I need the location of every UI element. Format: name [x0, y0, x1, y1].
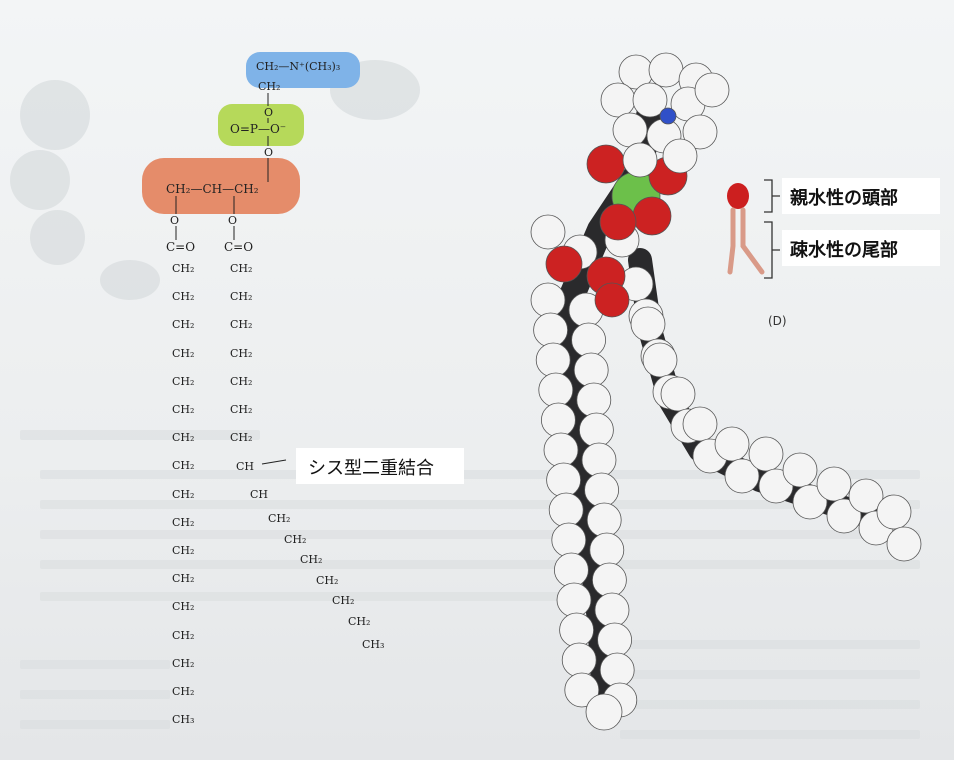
hydrogen-atom [660, 376, 696, 412]
right-chain-ch: CH [250, 488, 269, 501]
oxygen-atom [599, 203, 637, 241]
hydrophilic-head-label: 親水性の頭部 [790, 188, 898, 209]
left-chain-ch2: CH₂ [172, 431, 195, 445]
hydrogen-atom [792, 484, 828, 520]
left-chain-ch2: CH₂ [172, 600, 195, 614]
schematic-tail-icon [727, 207, 765, 275]
right-chain-ch2: CH₂ [268, 512, 291, 525]
right-chain-ch2: CH₂ [300, 553, 323, 566]
hydrogen-atom [694, 72, 730, 108]
hydrogen-atom [632, 82, 668, 118]
carbonyl-right: C=O [224, 240, 254, 254]
left-chain-ch2: CH₂ [172, 544, 195, 557]
hydrogen-atom [642, 342, 678, 378]
phosphate-region [218, 104, 304, 146]
oxygen-atom [594, 282, 630, 318]
hydrogen-atom [826, 498, 862, 534]
left-chain-ch2: CH₂ [172, 487, 195, 501]
glycerol-region [142, 158, 300, 214]
head-bracket [764, 179, 780, 213]
left-chain-ch2: CH₂ [172, 515, 195, 529]
ester-o-right: O [228, 214, 238, 227]
left-chain-ch2: CH₂ [172, 374, 195, 388]
hydrogen-atom [662, 138, 698, 174]
ester-o-left: O [170, 214, 180, 227]
carbonyl-left: C=O [166, 240, 196, 254]
hydrogen-atom [630, 306, 666, 342]
hydrogen-atom [886, 526, 922, 562]
hydrogen-atom [848, 478, 884, 514]
left-chain-ch2: CH₂ [172, 346, 195, 360]
left-chain-ch3: CH₃ [172, 713, 195, 726]
hydrogen-atom [724, 458, 760, 494]
left-chain-ch2: CH₂ [172, 656, 195, 670]
phosphate-o-bottom: O [264, 146, 274, 159]
hydrophobic-tail-label: 疎水性の尾部 [790, 240, 898, 261]
schematic-head-icon [727, 183, 749, 209]
hydrogen-atom [530, 214, 566, 250]
right-chain-ch2: CH₂ [284, 532, 307, 546]
cis-double-bond-label: シス型二重結合 [308, 458, 434, 479]
right-chain-ch2: CH₂ [230, 431, 253, 445]
left-chain-ch2: CH₂ [172, 572, 195, 586]
hydrogen-atom [714, 426, 750, 462]
left-chain-ch2: CH₂ [172, 403, 195, 416]
right-chain-ch2: CH₂ [230, 374, 253, 388]
phosphate-o-top: O [264, 106, 274, 119]
choline-label: CH₂—N⁺(CH₃)₃ [256, 60, 341, 73]
right-chain-ch2: CH₂ [316, 573, 339, 587]
left-chain-ch2: CH₂ [172, 262, 195, 275]
right-chain-ch2: CH₂ [230, 346, 253, 360]
right-chain-ch2: CH₂ [332, 594, 355, 607]
glycerol-label: CH₂—CH—CH₂ [166, 182, 259, 196]
right-chain-ch2: CH₂ [230, 262, 253, 275]
right-chain-ch2: CH₂ [348, 614, 371, 628]
hydrogen-atom [816, 466, 852, 502]
phosphate-label: O=P—O⁻ [230, 122, 287, 136]
right-chain-ch2: CH₂ [230, 403, 253, 416]
nitrogen-atom [659, 107, 677, 125]
hydrogen-atom [682, 406, 718, 442]
cis-double-bond-label-box [296, 448, 464, 484]
hydrophobic-label-box [782, 230, 940, 266]
right-chain-ch2: CH₂ [230, 290, 253, 304]
hydrogen-atom [622, 142, 658, 178]
panel-label: (D) [768, 314, 787, 328]
right-chain-ch2: CH₂ [230, 318, 253, 332]
tail-bracket [764, 221, 780, 279]
choline-ch2: CH₂ [258, 80, 281, 93]
right-chain-ch: CH [236, 460, 255, 473]
left-chain-ch2: CH₂ [172, 290, 195, 304]
hydrogen-atom [748, 436, 784, 472]
hydrogen-atom [585, 693, 623, 731]
left-chain-ch2: CH₂ [172, 459, 195, 473]
hydrogen-atom [682, 114, 718, 150]
choline-region [246, 52, 360, 88]
hydrogen-atom [782, 452, 818, 488]
hydrogen-atom [876, 494, 912, 530]
oxygen-atom [545, 245, 583, 283]
left-chain-ch2: CH₂ [172, 628, 195, 642]
left-chain-ch2: CH₂ [172, 318, 195, 332]
hydrophilic-label-box [782, 178, 940, 214]
left-chain-ch2: CH₂ [172, 685, 195, 698]
right-chain-ch3: CH₃ [362, 638, 385, 651]
hydrogen-atom [564, 672, 600, 708]
